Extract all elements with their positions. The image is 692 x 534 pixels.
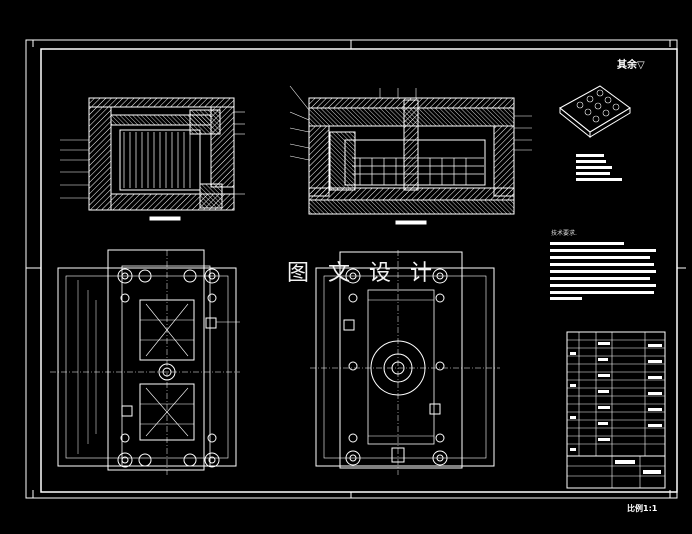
plan-view-left [50, 249, 240, 475]
roughness-symbol-icon: ▽ [637, 60, 645, 71]
scale-label: 比例1:1 [627, 504, 658, 513]
surface-roughness-note: 其余▽ [617, 56, 645, 71]
watermark-text: 图 文 设 计 [287, 261, 438, 286]
section-view-right [289, 85, 532, 225]
tech-requirements-lines [550, 242, 656, 300]
spec-lines [576, 154, 622, 181]
outer-frame [25, 39, 686, 499]
part-isometric [559, 85, 631, 139]
tech-requirements-title: 技术要求. [551, 230, 577, 237]
plan-view-right [310, 250, 500, 475]
roughness-label: 其余 [617, 60, 637, 71]
title-block [566, 331, 666, 489]
section-view-left [60, 97, 245, 221]
